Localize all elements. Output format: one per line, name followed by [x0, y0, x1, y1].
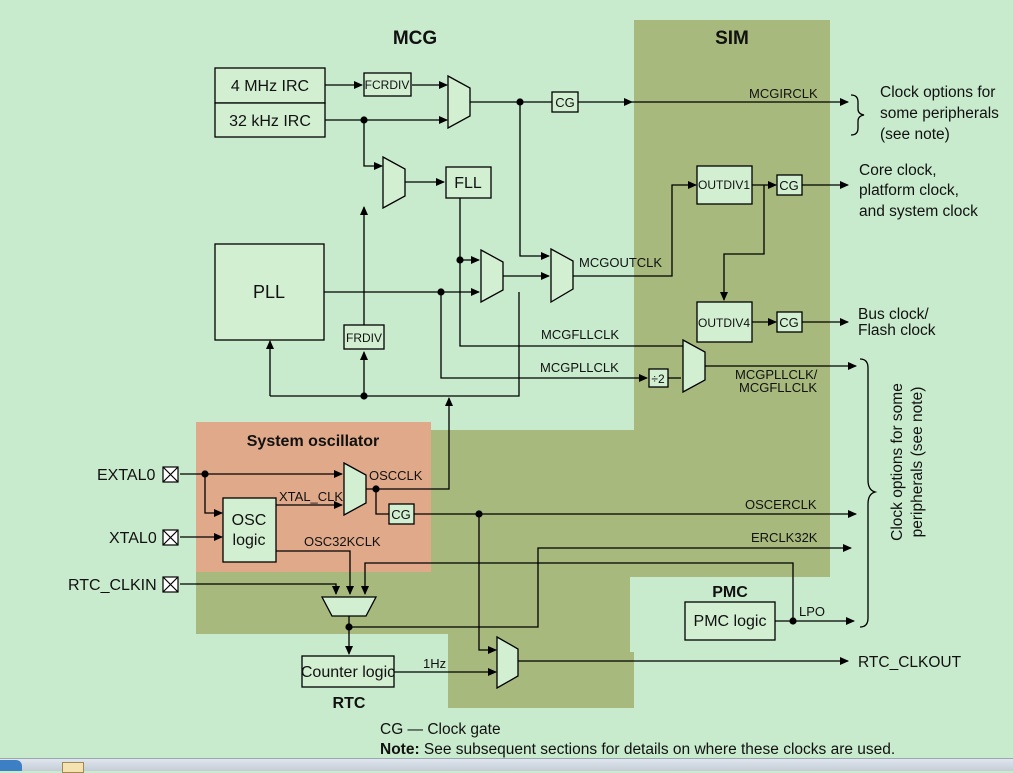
block-osc-logic: OSC logic: [222, 497, 277, 563]
pmc-title: PMC: [712, 584, 748, 601]
svg-text:Core clock,: Core clock,: [859, 162, 937, 179]
irc-mux: [447, 74, 471, 130]
label-lpo: LPO: [799, 604, 825, 619]
clock-gate-bus: CG: [776, 311, 803, 333]
block-pmc-logic: PMC logic: [684, 601, 776, 641]
svg-text:some peripherals: some peripherals: [880, 105, 999, 122]
svg-text:FRDIV: FRDIV: [346, 331, 382, 345]
svg-text:OUTDIV1: OUTDIV1: [698, 178, 750, 192]
block-fcrdiv: FCRDIV: [363, 72, 412, 97]
rtc-clkout-mux: [496, 635, 519, 690]
svg-text:Counter logic: Counter logic: [301, 664, 395, 681]
block-pll: PLL: [214, 243, 325, 341]
block-counter-logic: Counter logic: [301, 655, 395, 688]
pin-extal0: EXTAL0: [97, 466, 179, 484]
svg-text:Clock options for some: Clock options for some: [889, 383, 906, 541]
taskbar: [0, 758, 1013, 773]
svg-text:CG: CG: [779, 178, 799, 193]
junction-dots: [201, 98, 797, 631]
block-outdiv4: OUTDIV4: [696, 301, 753, 343]
label-mcgpll-fll-1: MCGPLLCLK/: [735, 367, 818, 382]
svg-text:logic: logic: [233, 532, 266, 549]
svg-text:XTAL0: XTAL0: [109, 530, 157, 547]
system-oscillator-title: System oscillator: [247, 433, 380, 450]
task-app-icon[interactable]: [62, 762, 84, 773]
svg-text:CG: CG: [555, 95, 575, 110]
pll-fll-mux: [480, 248, 504, 304]
svg-text:4 MHz IRC: 4 MHz IRC: [231, 78, 309, 95]
svg-text:(see note): (see note): [880, 126, 950, 143]
svg-text:CG: CG: [391, 507, 411, 522]
output-bus-clock: Bus clock/ Flash clock: [858, 306, 936, 339]
label-erclk32k: ERCLK32K: [751, 530, 818, 545]
clock-gate-osc: CG: [388, 503, 415, 525]
label-mcgfllclk: MCGFLLCLK: [541, 327, 619, 342]
svg-text:32 kHz IRC: 32 kHz IRC: [229, 113, 311, 130]
multiplexers: [320, 74, 706, 690]
clock-gate-irclk: CG: [551, 91, 579, 113]
mcg-title: MCG: [393, 28, 437, 49]
block-fll: FLL: [445, 166, 492, 199]
svg-text:platform clock,: platform clock,: [859, 182, 959, 199]
label-1hz: 1Hz: [423, 656, 446, 671]
svg-text:OUTDIV4: OUTDIV4: [698, 316, 750, 330]
block-outdiv1: OUTDIV1: [696, 165, 753, 205]
osc-mux: [343, 461, 367, 517]
clock-gate-core: CG: [776, 174, 803, 196]
svg-text:FCRDIV: FCRDIV: [365, 78, 410, 92]
footer: CG — Clock gate Note: See subsequent sec…: [380, 721, 895, 758]
svg-text:and system clock: and system clock: [859, 203, 978, 220]
svg-text:÷2: ÷2: [651, 372, 665, 386]
label-osc32kclk: OSC32KCLK: [304, 534, 381, 549]
svg-text:CG: CG: [779, 315, 799, 330]
label-oscerclk: OSCERCLK: [745, 497, 817, 512]
label-mcgpll-fll-2: MCGFLLCLK: [739, 380, 817, 395]
label-xtal-clk: XTAL_CLK: [279, 489, 343, 504]
output-core-clock: Core clock, platform clock, and system c…: [859, 162, 978, 220]
fll-source-mux: [382, 155, 406, 210]
pin-xtal0: XTAL0: [109, 529, 179, 547]
svg-text:EXTAL0: EXTAL0: [97, 467, 156, 484]
svg-text:PLL: PLL: [253, 282, 285, 302]
sim-title: SIM: [715, 28, 749, 49]
svg-text:FLL: FLL: [454, 175, 482, 192]
output-clock-options-top: Clock options for some peripherals (see …: [850, 84, 999, 143]
label-mcgpllclk: MCGPLLCLK: [540, 360, 619, 375]
label-oscclk: OSCCLK: [369, 468, 423, 483]
note-text: Note: See subsequent sections for detail…: [380, 741, 895, 758]
block-frdiv: FRDIV: [343, 324, 385, 350]
pllfll-sel-mux: [682, 338, 706, 394]
block-div2: ÷2: [648, 368, 669, 388]
wires: [180, 81, 857, 676]
svg-text:PMC logic: PMC logic: [694, 613, 767, 630]
svg-text:Flash clock: Flash clock: [858, 322, 936, 339]
legend-text: CG — Clock gate: [380, 721, 501, 738]
mcgout-mux: [550, 247, 574, 304]
label-mcgoutclk: MCGOUTCLK: [579, 255, 662, 270]
block-4mhz-irc: 4 MHz IRC: [214, 67, 326, 104]
block-32khz-irc: 32 kHz IRC: [214, 102, 326, 138]
svg-text:RTC_CLKIN: RTC_CLKIN: [68, 577, 157, 594]
svg-text:RTC_CLKOUT: RTC_CLKOUT: [858, 654, 962, 671]
start-icon[interactable]: [0, 760, 22, 771]
pin-rtc-clkin: RTC_CLKIN: [68, 576, 179, 594]
output-rtc-clkout: RTC_CLKOUT: [858, 654, 962, 671]
label-mcgirclk: MCGIRCLK: [749, 86, 818, 101]
rtc-title: RTC: [333, 695, 366, 712]
rtc-32k-mux: [320, 596, 378, 617]
svg-text:Bus clock/: Bus clock/: [858, 306, 929, 323]
output-clock-options-vertical: Clock options for some peripherals (see …: [859, 358, 926, 628]
signal-labels: MCGIRCLK MCGOUTCLK MCGFLLCLK MCGPLLCLK M…: [279, 86, 825, 671]
svg-text:peripherals (see note): peripherals (see note): [909, 387, 926, 538]
svg-text:OSC: OSC: [232, 512, 267, 529]
svg-text:Clock options for: Clock options for: [880, 84, 995, 101]
